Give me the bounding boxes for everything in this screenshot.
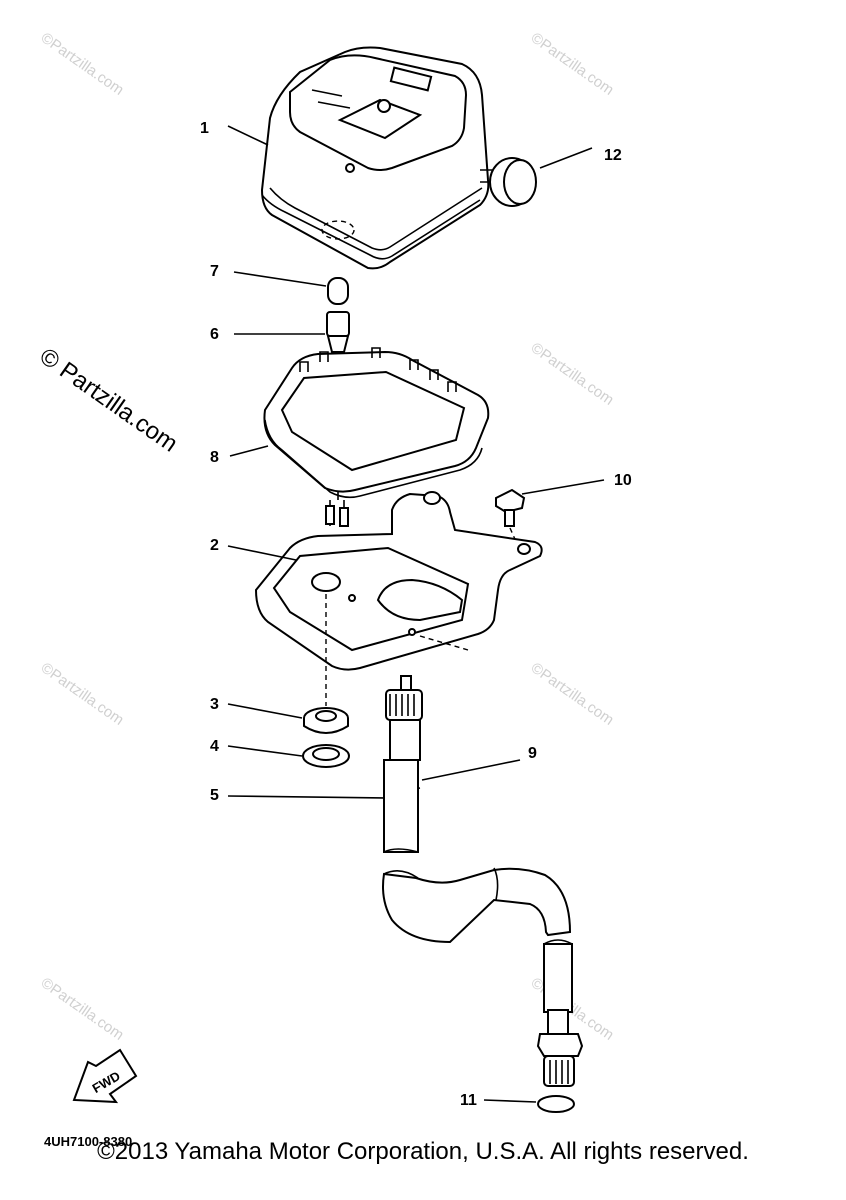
watermark: ©Partzilla.com — [528, 29, 617, 99]
washer-part — [227, 744, 350, 768]
watermark: ©Partzilla.com — [528, 659, 617, 729]
trip-knob-part — [480, 147, 593, 207]
bulb-part — [233, 271, 349, 305]
callout-3: 3 — [210, 696, 219, 713]
bolt-part — [495, 479, 605, 547]
speedometer-cable-part — [382, 675, 584, 1087]
watermark-large: © Partzilla.com — [35, 343, 183, 458]
callout-11: 11 — [460, 1092, 477, 1109]
meter-bracket-part — [227, 491, 543, 671]
watermark: ©Partzilla.com — [38, 29, 127, 99]
callout-2: 2 — [210, 537, 219, 554]
diagram-code: 4UH7100-8380 — [44, 1134, 132, 1149]
callout-12: 12 — [604, 147, 622, 164]
callout-8: 8 — [210, 449, 219, 466]
o-ring-part — [483, 1095, 575, 1113]
callout-1: 1 — [200, 120, 209, 137]
speedometer-housing-part — [227, 46, 490, 270]
callout-4: 4 — [210, 738, 219, 755]
callout-7: 7 — [210, 263, 219, 280]
copyright-notice: ©2013 Yamaha Motor Corporation, U.S.A. A… — [97, 1138, 749, 1165]
callout-9: 9 — [528, 745, 537, 762]
grommet-part — [227, 703, 349, 734]
callout-5: 5 — [210, 787, 219, 804]
watermark: ©Partzilla.com — [38, 974, 127, 1044]
watermark: ©Partzilla.com — [528, 339, 617, 409]
callout-10: 10 — [614, 472, 632, 489]
watermark: ©Partzilla.com — [38, 659, 127, 729]
gasket-frame-part — [229, 347, 490, 527]
fwd-arrow-icon: FWD — [72, 1048, 138, 1104]
callout-6: 6 — [210, 326, 219, 343]
